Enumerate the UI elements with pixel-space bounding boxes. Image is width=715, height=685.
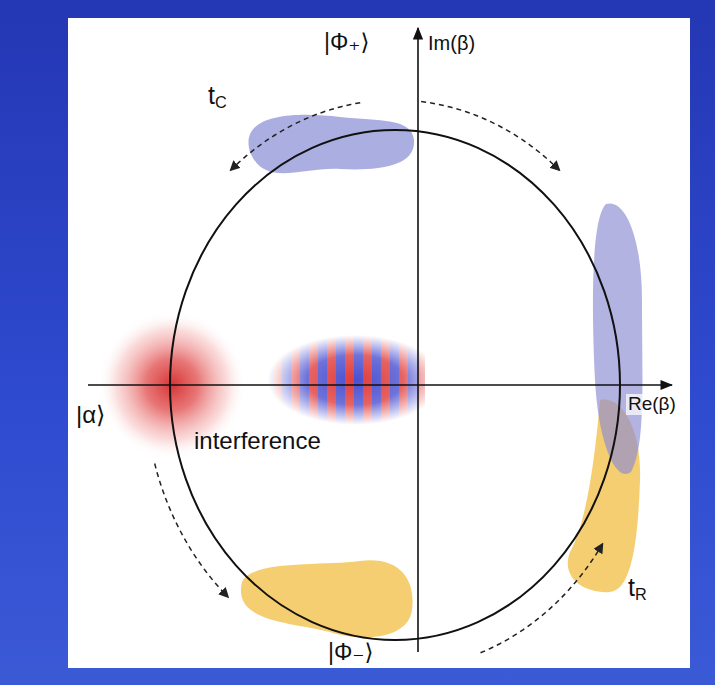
yellow-blob <box>241 560 413 637</box>
axis-or-state-label: Im(β) <box>426 32 477 54</box>
axis-or-state-label: interference <box>192 428 323 454</box>
axis-or-state-label: tR <box>626 574 649 604</box>
evolution-arrow <box>421 102 559 170</box>
evolution-arrow <box>481 544 603 652</box>
im-axis <box>417 28 419 652</box>
re-axis <box>88 384 672 386</box>
interference-fringes <box>250 335 425 425</box>
axis-or-state-label: |Φ₊⟩ <box>322 30 371 55</box>
evolution-arrow <box>155 464 228 597</box>
evolution-arrow <box>231 103 360 170</box>
axis-or-state-label: tC <box>206 82 229 112</box>
axis-or-state-label: |Φ₋⟩ <box>326 640 375 665</box>
axis-or-state-label: Re(β) <box>626 394 678 415</box>
axis-or-state-label: |α⟩ <box>74 402 107 428</box>
blue-blob <box>593 203 643 474</box>
blue-blob <box>248 115 414 174</box>
